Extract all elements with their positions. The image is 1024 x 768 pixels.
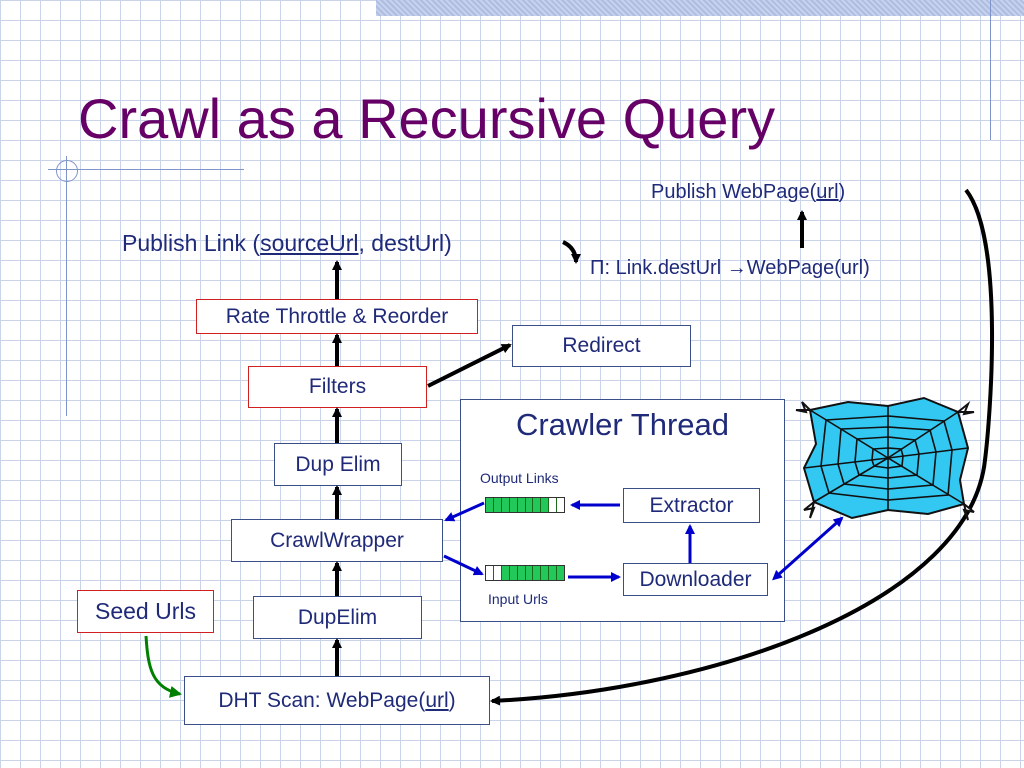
spider-web-icon (795, 396, 975, 521)
input-urls-label: Input Urls (488, 591, 548, 607)
arrow-crawlwrapper-to-input (443, 554, 484, 576)
arrow-downloader-web (772, 516, 844, 581)
arrow-filters-to-redirect (427, 343, 512, 388)
crawler-thread-title: Crawler Thread (515, 407, 730, 442)
filters-box: Filters (248, 366, 427, 408)
queue-slot-filled (525, 566, 534, 580)
projection-label: Π: Link.destUrl →WebPage(url) (590, 257, 870, 280)
projection-target: WebPage(url) (746, 257, 870, 279)
title-underline (48, 169, 244, 170)
dupelim-box: DupElim (253, 596, 422, 639)
publish-link-prefix: Publish Link ( (122, 230, 261, 256)
arrow-output-to-crawlwrapper (444, 501, 485, 522)
arrow-publish-link-to-projection (562, 240, 581, 264)
queue-slot-filled (509, 498, 518, 512)
queue-slot-filled (541, 498, 550, 512)
output-links-queue (485, 497, 565, 513)
queue-slot-filled (486, 498, 494, 512)
downloader-box: Downloader (623, 563, 768, 596)
dht-scan-prefix: DHT Scan: WebPage( (218, 688, 426, 712)
queue-slot-filled (509, 566, 518, 580)
seed-urls-box: Seed Urls (77, 590, 214, 633)
left-accent-line (66, 156, 67, 416)
accent-circle (56, 160, 78, 182)
projection-arrow: → (726, 257, 747, 279)
queue-slot-filled (525, 498, 534, 512)
crawl-wrapper-box: CrawlWrapper (231, 519, 443, 562)
right-accent-line (990, 0, 991, 140)
publish-webpage-prefix: Publish WebPage( (651, 181, 817, 203)
input-urls-queue (485, 565, 565, 581)
publish-webpage-label: Publish WebPage(url) (651, 181, 845, 204)
projection-text: : Link.destUrl (604, 257, 727, 279)
publish-link-suffix: , destUrl) (358, 230, 452, 256)
publish-webpage-suffix: ) (838, 181, 846, 203)
queue-slot-filled (541, 566, 550, 580)
slide-title: Crawl as a Recursive Query (78, 87, 776, 150)
queue-slot-filled (501, 498, 510, 512)
rate-throttle-box: Rate Throttle & Reorder (196, 299, 478, 334)
dht-scan-box: DHT Scan: WebPage(url) (184, 676, 490, 725)
publish-link-key: sourceUrl (260, 230, 359, 256)
queue-slot-filled (517, 498, 526, 512)
queue-slot-empty (549, 498, 558, 512)
extractor-box: Extractor (623, 488, 760, 523)
top-banner-stripe (376, 0, 1024, 16)
publish-link-label: Publish Link (sourceUrl, destUrl) (122, 230, 452, 257)
redirect-box: Redirect (512, 325, 691, 367)
output-links-label: Output Links (480, 470, 559, 486)
queue-slot-filled (517, 566, 526, 580)
queue-slot-filled (533, 498, 542, 512)
queue-slot-filled (501, 566, 510, 580)
queue-slot-empty (486, 566, 494, 580)
dht-scan-suffix: ) (448, 688, 456, 712)
queue-slot-filled (557, 566, 565, 580)
queue-slot-empty (494, 566, 502, 580)
queue-slot-filled (533, 566, 542, 580)
projection-symbol: Π (590, 257, 605, 279)
arrow-seed-to-dht (144, 635, 182, 698)
queue-slot-filled (493, 498, 502, 512)
dup-elim-box: Dup Elim (274, 443, 402, 486)
dht-scan-key: url (425, 688, 449, 712)
queue-slot-filled (549, 566, 558, 580)
publish-webpage-key: url (816, 181, 839, 203)
